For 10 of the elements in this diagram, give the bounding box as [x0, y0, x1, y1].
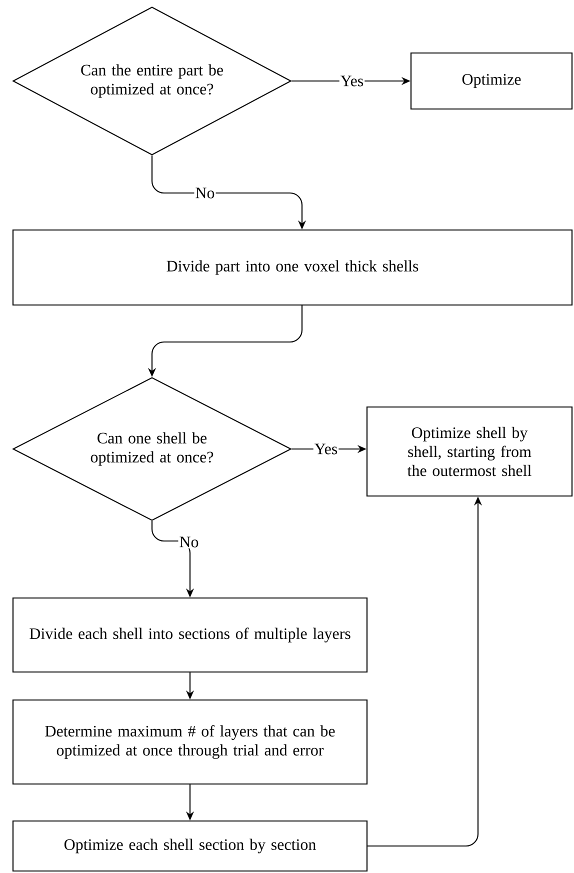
- edge-label: No: [178, 536, 200, 548]
- edge-label: Yes: [339, 74, 365, 88]
- edge-label: No: [194, 186, 216, 200]
- process-box: Divide part into one voxel thick shells: [12, 229, 573, 306]
- process-box: Optimize: [410, 52, 573, 110]
- process-box: Divide each shell into sections of multiple layers: [12, 597, 368, 673]
- process-box: Optimize shell by shell, starting from the outermost shell: [366, 406, 573, 497]
- process-box: Determine maximum # of layers that can be optimized at once through trial and error: [12, 699, 368, 785]
- process-box: Optimize each shell section by section: [12, 820, 368, 872]
- edge-label: Yes: [313, 442, 339, 456]
